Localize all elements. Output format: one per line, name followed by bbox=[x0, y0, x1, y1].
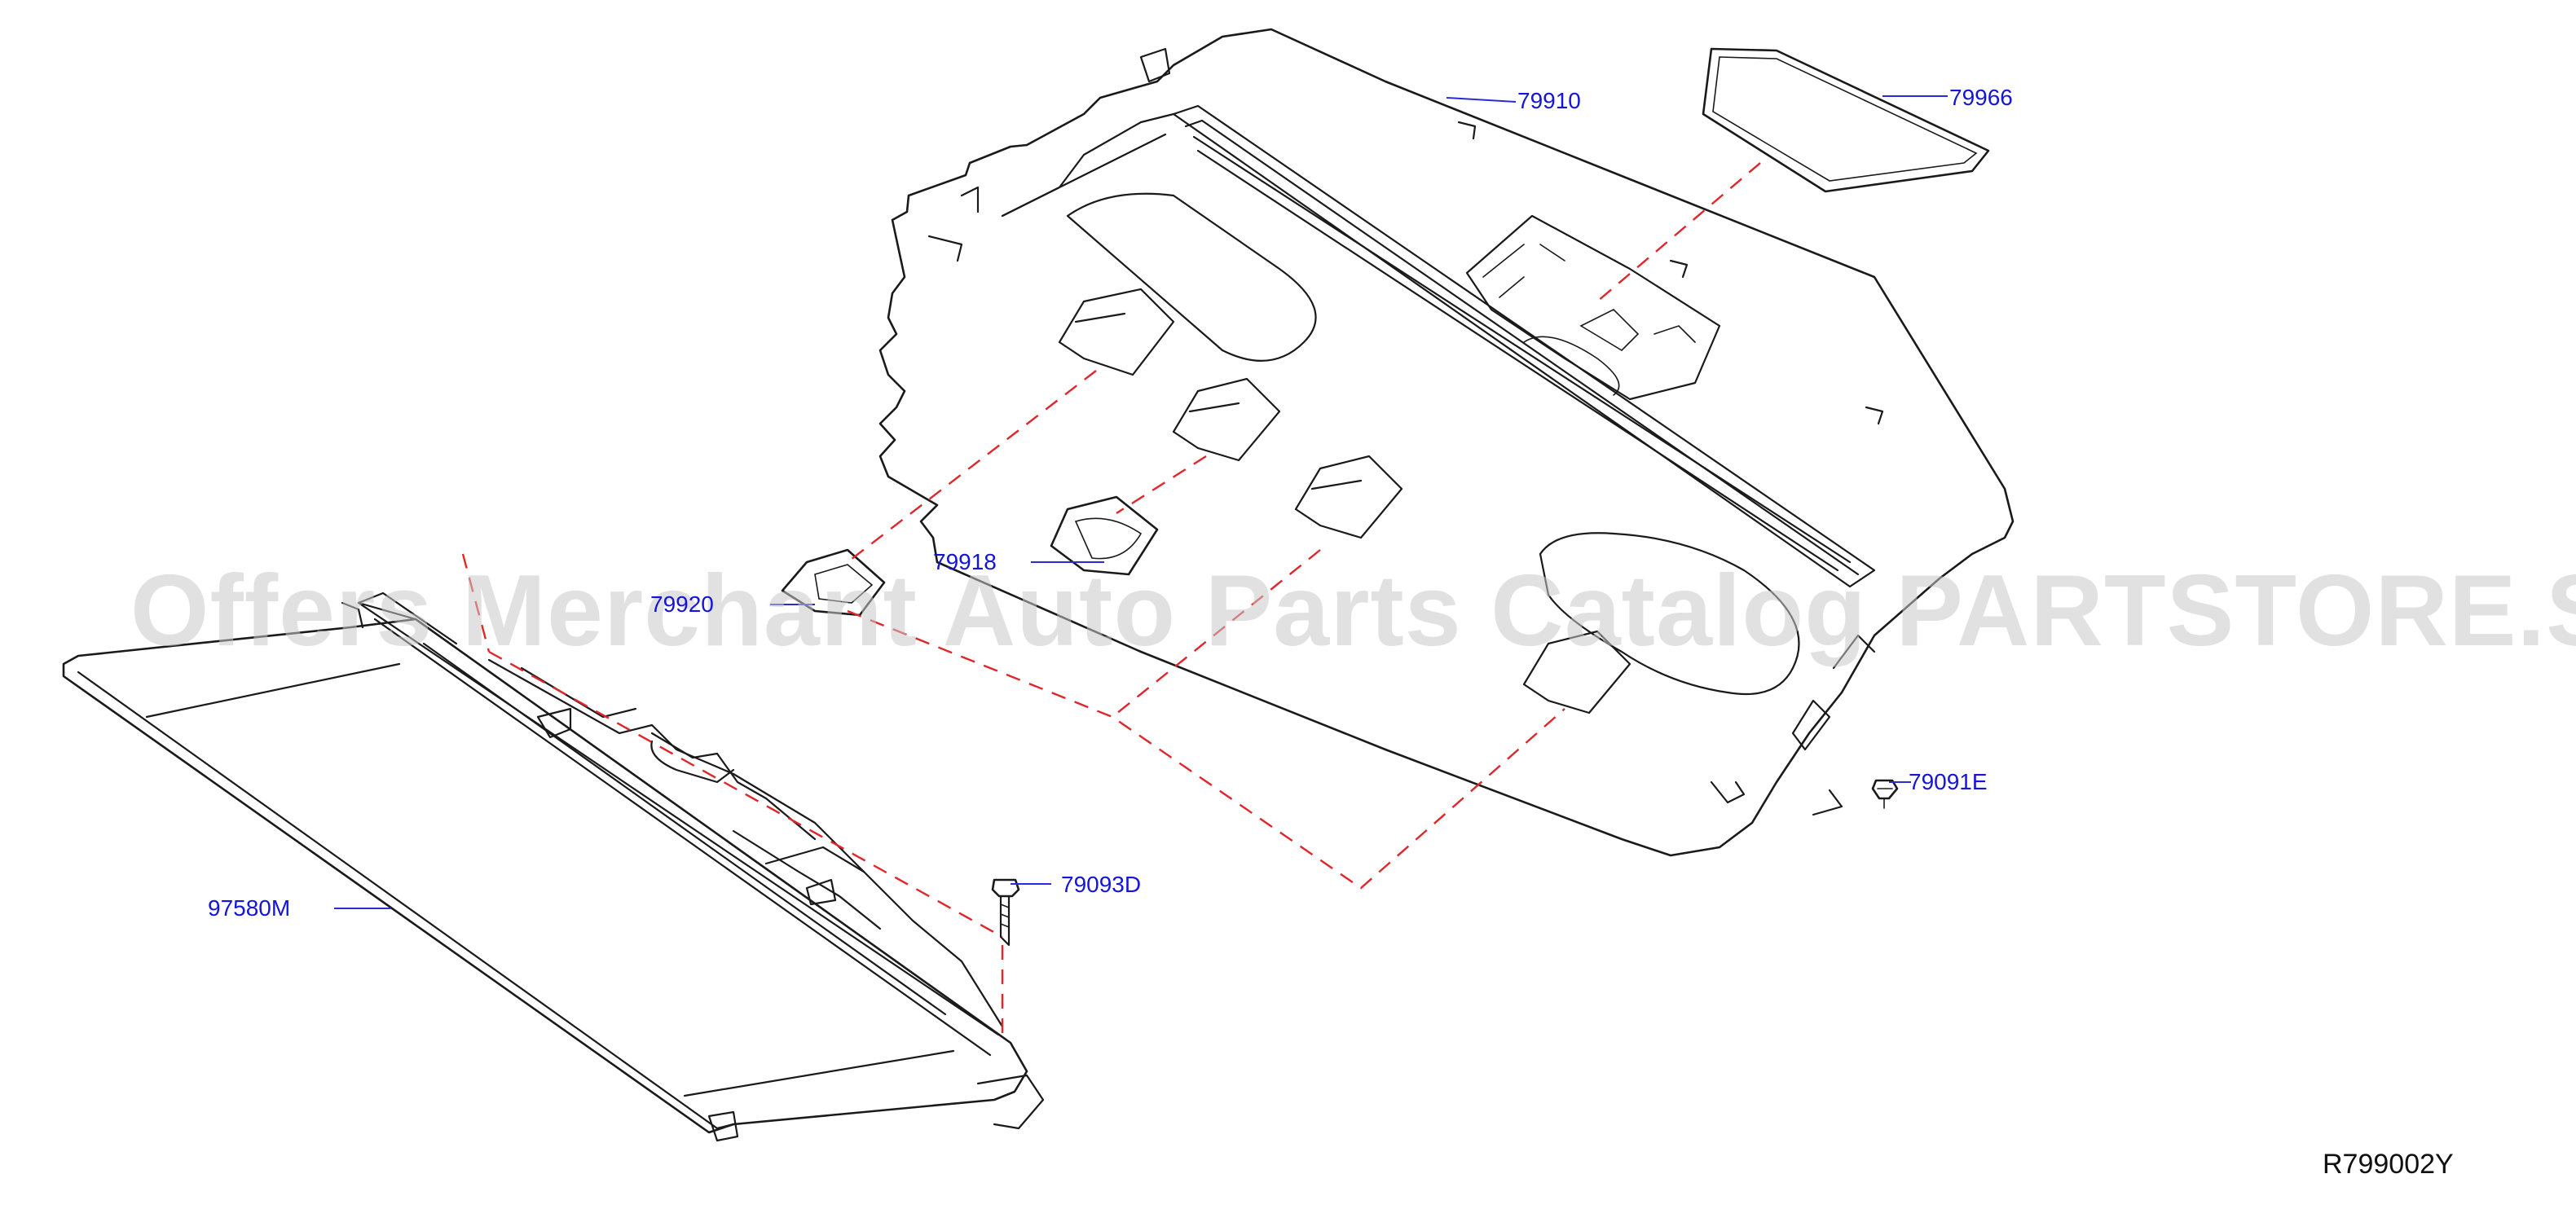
callout-97580M[interactable]: 97580M bbox=[208, 895, 291, 921]
callout-79966[interactable]: 79966 bbox=[1949, 85, 2013, 110]
callout-79910[interactable]: 79910 bbox=[1517, 88, 1581, 113]
diagram-code: R799002Y bbox=[2323, 1149, 2454, 1180]
callout-79918[interactable]: 79918 bbox=[933, 549, 997, 574]
dashed-guides bbox=[461, 162, 1761, 1035]
leader-lines bbox=[334, 95, 1948, 909]
cover-panel bbox=[1702, 47, 1990, 193]
callout-79091E[interactable]: 79091E bbox=[1909, 769, 1988, 794]
clip-79091E bbox=[1871, 779, 1899, 809]
pad-79918 bbox=[1050, 495, 1159, 576]
callout-79920[interactable]: 79920 bbox=[650, 591, 714, 617]
screw-79093D bbox=[991, 878, 1020, 947]
tonneau-cover bbox=[62, 591, 1045, 1142]
callout-79093D[interactable]: 79093D bbox=[1061, 872, 1142, 897]
parcel-shelf bbox=[878, 28, 2015, 857]
